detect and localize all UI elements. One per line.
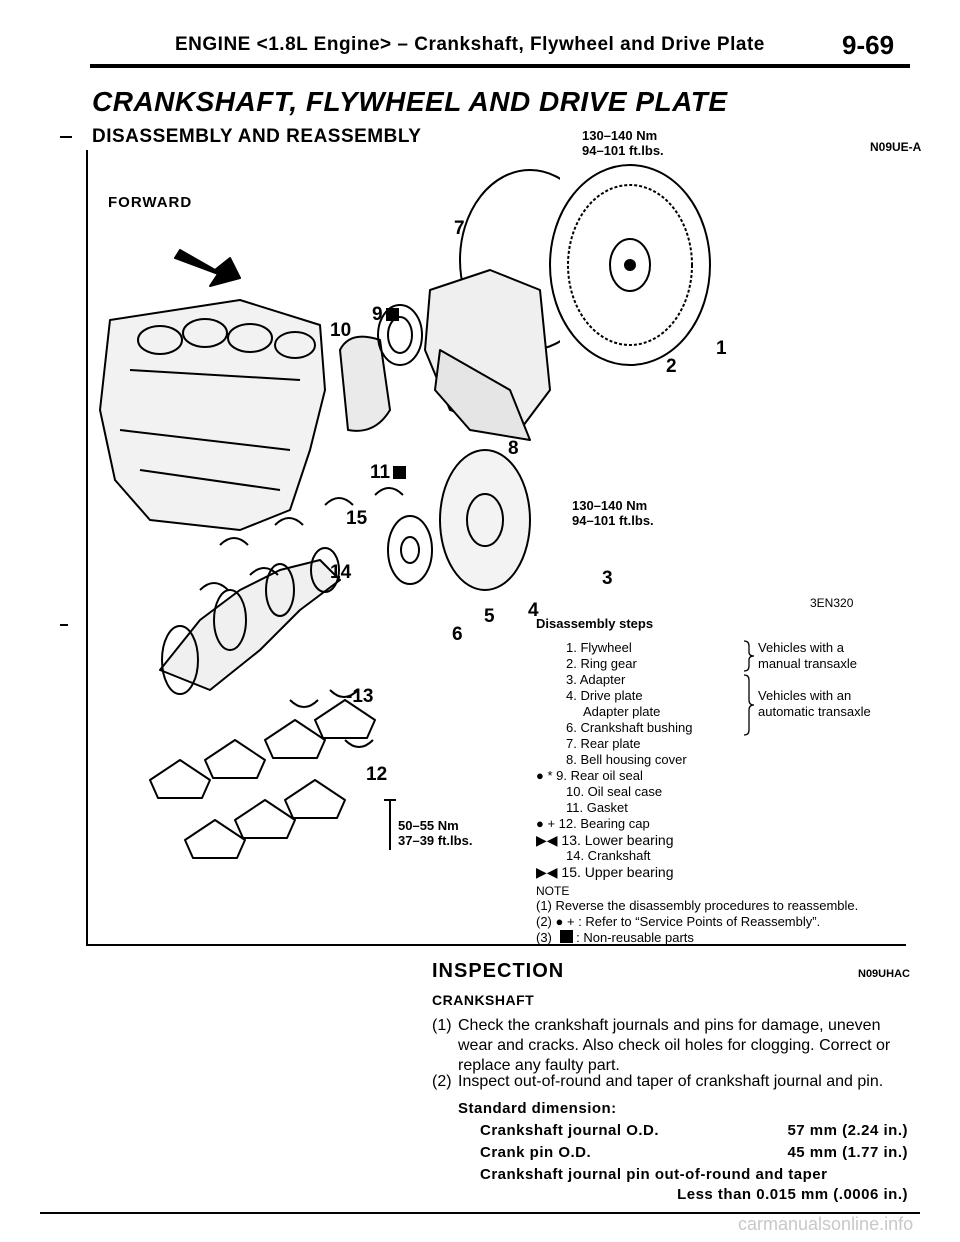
torque-ftlbs: 94–101 ft.lbs. xyxy=(572,513,654,528)
spec-row: Crankshaft journal O.D. 57 mm (2.24 in.) xyxy=(480,1122,908,1139)
group-auto-line-2: automatic transaxle xyxy=(758,704,871,719)
step-15: ▶◀ 15. Upper bearing xyxy=(536,864,674,880)
spec-value: 57 mm (2.24 in.) xyxy=(787,1122,908,1139)
inspection-ref-code: N09UHAC xyxy=(858,968,910,980)
note-3: (3) : Non-reusable parts xyxy=(536,930,694,945)
brace-manual xyxy=(743,640,755,672)
figure-left-border xyxy=(86,150,88,945)
non-reusable-icon xyxy=(385,308,399,321)
callout-7: 7 xyxy=(454,218,465,239)
note-1: (1) Reverse the disassembly procedures t… xyxy=(536,898,859,913)
step-4: 4. Drive plate xyxy=(566,688,643,703)
callout-14: 14 xyxy=(330,562,352,583)
step-12: ● + 12. Bearing cap xyxy=(536,816,650,831)
page-header-title: ENGINE <1.8L Engine> – Crankshaft, Flywh… xyxy=(175,34,765,55)
step-10: 10. Oil seal case xyxy=(566,784,663,799)
callout-5: 5 xyxy=(484,606,495,627)
non-reusable-icon xyxy=(559,930,573,943)
section-ref-code: N09UE-A xyxy=(870,140,922,154)
torque-ftlbs: 37–39 ft.lbs. xyxy=(398,833,473,848)
paragraph-number: (1) xyxy=(432,1017,452,1034)
step-5: Adapter plate xyxy=(583,704,661,719)
non-reusable-icon xyxy=(393,466,407,479)
group-manual-line-2: manual transaxle xyxy=(758,656,857,671)
footer-rule xyxy=(40,1212,920,1214)
torque-drive-plate: 130–140 Nm 94–101 ft.lbs. xyxy=(572,498,654,528)
inspection-title: INSPECTION xyxy=(432,960,565,982)
figure-bottom-border xyxy=(86,944,906,946)
spec-value: 45 mm (1.77 in.) xyxy=(787,1144,908,1161)
callout-3: 3 xyxy=(602,568,613,589)
torque-bearing-cap: 50–55 Nm 37–39 ft.lbs. xyxy=(398,818,472,848)
inspection-paragraph-2: (2) Inspect out-of-round and taper of cr… xyxy=(432,1072,910,1092)
spec-label: Crank pin O.D. xyxy=(480,1144,592,1161)
callout-11: 11 xyxy=(370,462,407,484)
forward-label: FORWARD xyxy=(108,194,193,211)
step-6: 6. Crankshaft bushing xyxy=(566,720,693,735)
spec-label: Crankshaft journal O.D. xyxy=(480,1122,660,1139)
callout-13: -13 xyxy=(346,686,374,707)
torque-nm: 50–55 Nm xyxy=(398,818,459,833)
callout-1: 1 xyxy=(716,338,727,359)
callout-15: 15 xyxy=(346,508,368,529)
spec-value: Less than 0.015 mm (.0006 in.) xyxy=(677,1186,908,1203)
callout-9-number: 9 xyxy=(372,304,383,325)
step-7: 7. Rear plate xyxy=(566,736,641,751)
torque-flywheel: 130–140 Nm 94–101 ft.lbs. xyxy=(582,128,664,158)
callout-9: 9 xyxy=(372,304,399,326)
callout-6: 6 xyxy=(452,624,463,645)
callout-8: 8 xyxy=(508,438,519,459)
paragraph-number: (2) xyxy=(432,1073,452,1090)
step-2: 2. Ring gear xyxy=(566,656,637,671)
brace-automatic xyxy=(743,674,755,736)
callout-4: 4 xyxy=(528,600,539,621)
note-heading: NOTE xyxy=(536,884,570,898)
margin-dash xyxy=(60,136,72,138)
step-13: ▶◀ 13. Lower bearing xyxy=(536,832,674,848)
torque-ftlbs: 94–101 ft.lbs. xyxy=(582,143,664,158)
spec-row: Crank pin O.D. 45 mm (1.77 in.) xyxy=(480,1144,908,1161)
torque-nm: 130–140 Nm xyxy=(582,128,658,143)
paragraph-text: Check the crankshaft journals and pins f… xyxy=(458,1017,891,1074)
section-title: CRANKSHAFT, FLYWHEEL AND DRIVE PLATE xyxy=(92,86,728,117)
header-rule xyxy=(90,64,910,68)
paragraph-text: Inspect out-of-round and taper of cranks… xyxy=(458,1073,884,1090)
torque-nm: 130–140 Nm xyxy=(572,498,648,513)
callout-10: 10 xyxy=(330,320,352,341)
note-2: (2) ● + : Refer to “Service Points of Re… xyxy=(536,914,821,929)
group-manual-line-1: Vehicles with a xyxy=(758,640,844,655)
flywheel-illustration xyxy=(549,164,711,366)
callout-11-number: 11 xyxy=(370,462,391,483)
inspection-paragraph-1: (1) Check the crankshaft journals and pi… xyxy=(432,1016,910,1076)
step-3: 3. Adapter xyxy=(566,672,626,687)
note-3-num: (3) xyxy=(536,930,552,945)
step-1: 1. Flywheel xyxy=(566,640,632,655)
note-3-text: : Non-reusable parts xyxy=(576,930,694,945)
engine-block-illustration xyxy=(99,249,551,859)
step-14: 14. Crankshaft xyxy=(566,848,651,863)
step-11: 11. Gasket xyxy=(566,800,628,815)
group-auto-line-1: Vehicles with an xyxy=(758,688,852,703)
subsection-title: DISASSEMBLY AND REASSEMBLY xyxy=(92,126,422,147)
step-8: 8. Bell housing cover xyxy=(566,752,687,767)
step-9: ● * 9. Rear oil seal xyxy=(536,768,643,783)
callout-2: 2 xyxy=(666,356,677,377)
page-number: 9-69 xyxy=(842,30,895,60)
figure-code: 3EN320 xyxy=(810,596,854,610)
callout-12: 12 xyxy=(366,764,388,785)
spec-label: Crankshaft journal pin out-of-round and … xyxy=(480,1166,828,1183)
inspection-subtitle: CRANKSHAFT xyxy=(432,992,535,1008)
margin-dash xyxy=(60,624,68,626)
spec-row: Crankshaft journal pin out-of-round and … xyxy=(480,1166,908,1183)
footer-watermark: carmanualsonline.info xyxy=(738,1214,914,1234)
disassembly-steps-heading: Disassembly steps xyxy=(536,616,654,631)
standard-dimension-label: Standard dimension: xyxy=(458,1100,617,1117)
